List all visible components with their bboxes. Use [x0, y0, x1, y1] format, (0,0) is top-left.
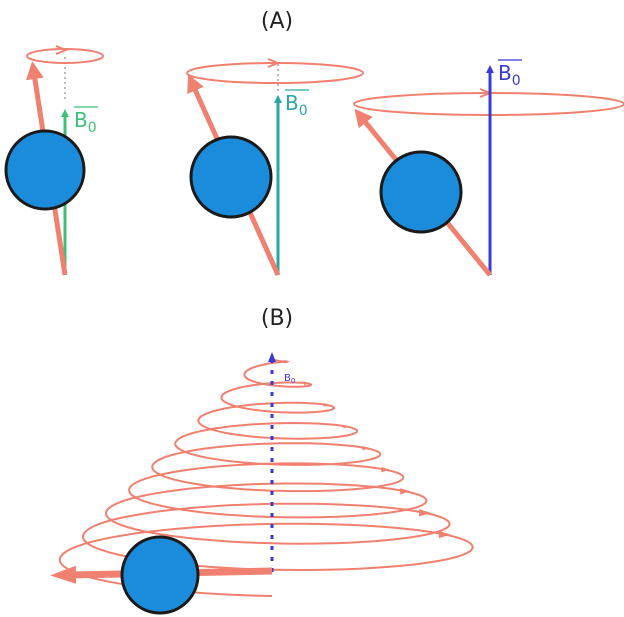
orbit-direction-arrow	[362, 445, 370, 451]
field-arrow-icon	[268, 352, 276, 362]
orbit-direction-arrow	[55, 45, 69, 55]
precession-orbit-icon	[58, 358, 474, 597]
spinning-particle-icon	[379, 150, 463, 234]
field-label: B0	[498, 61, 521, 89]
orbit-direction-arrow	[343, 424, 350, 429]
orbit-direction-arrow	[267, 58, 281, 68]
panel-a-medium-precession: B0	[186, 58, 364, 277]
panel-label-b: (B)	[261, 306, 293, 331]
orbit-direction-arrow	[303, 381, 310, 386]
field-label: B0	[74, 108, 97, 136]
spinning-particle-icon	[4, 129, 86, 211]
orbit-direction-arrow	[400, 488, 411, 495]
precession-spiral	[58, 358, 474, 597]
panel-b-spiral-precession: B0	[50, 352, 474, 615]
panel-label-a: (A)	[261, 9, 293, 34]
precession-orbit-icon	[186, 62, 364, 84]
orbit-direction-arrow	[323, 403, 330, 407]
orbit-direction-arrow	[381, 467, 391, 473]
spinning-particle-icon	[189, 135, 273, 219]
spinning-particle-icon	[120, 535, 200, 615]
panel-a-small-precession: B0	[4, 45, 104, 276]
field-label: B0	[285, 91, 308, 119]
panel-a-large-precession: B0	[353, 59, 624, 277]
orbit-direction-arrow	[284, 359, 291, 364]
orbit-direction-arrow	[438, 530, 451, 539]
field-label: B0	[284, 373, 295, 385]
orbit-direction-arrow	[419, 509, 432, 517]
